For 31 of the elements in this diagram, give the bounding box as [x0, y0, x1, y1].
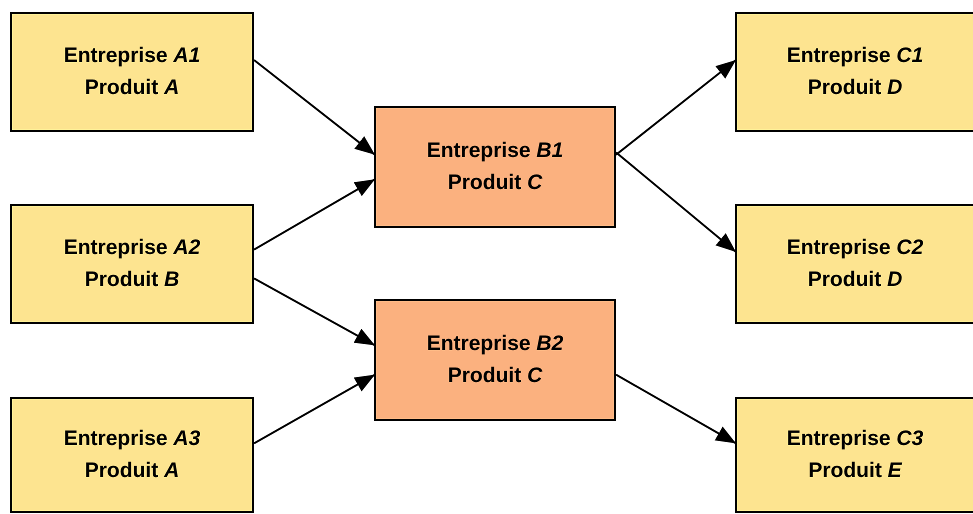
product-name: Produit D: [808, 75, 902, 101]
arrow: [616, 374, 736, 444]
company-box: [374, 299, 616, 421]
arrow: [615, 59, 737, 156]
company-box: [10, 204, 254, 324]
arrow: [615, 152, 737, 253]
company-name: Entreprise B2: [426, 331, 564, 357]
company-name: Entreprise C1: [786, 43, 924, 69]
company-box: [374, 106, 616, 228]
product-name: Produit C: [448, 170, 542, 196]
company-box: [10, 12, 254, 132]
company-name: Entreprise A1: [64, 43, 200, 69]
company-name: Entreprise B1: [426, 138, 564, 164]
company-name: Entreprise A3: [64, 426, 200, 452]
company-box: [10, 397, 254, 513]
product-name: Produit B: [84, 267, 180, 293]
company-box: [735, 204, 973, 324]
company-name: Entreprise C2: [786, 235, 924, 261]
product-name: Produit C: [448, 363, 542, 389]
product-name: Produit A: [84, 458, 180, 484]
company-box: [735, 397, 973, 513]
company-box: [735, 12, 973, 132]
product-name: Produit E: [808, 458, 902, 484]
product-name: Produit D: [808, 267, 902, 293]
product-name: Produit A: [84, 75, 180, 101]
arrow: [254, 278, 376, 346]
arrow: [254, 374, 376, 444]
arrow: [253, 59, 376, 156]
company-name: Entreprise C3: [786, 426, 924, 452]
arrow: [254, 178, 376, 250]
company-name: Entreprise A2: [64, 235, 200, 261]
